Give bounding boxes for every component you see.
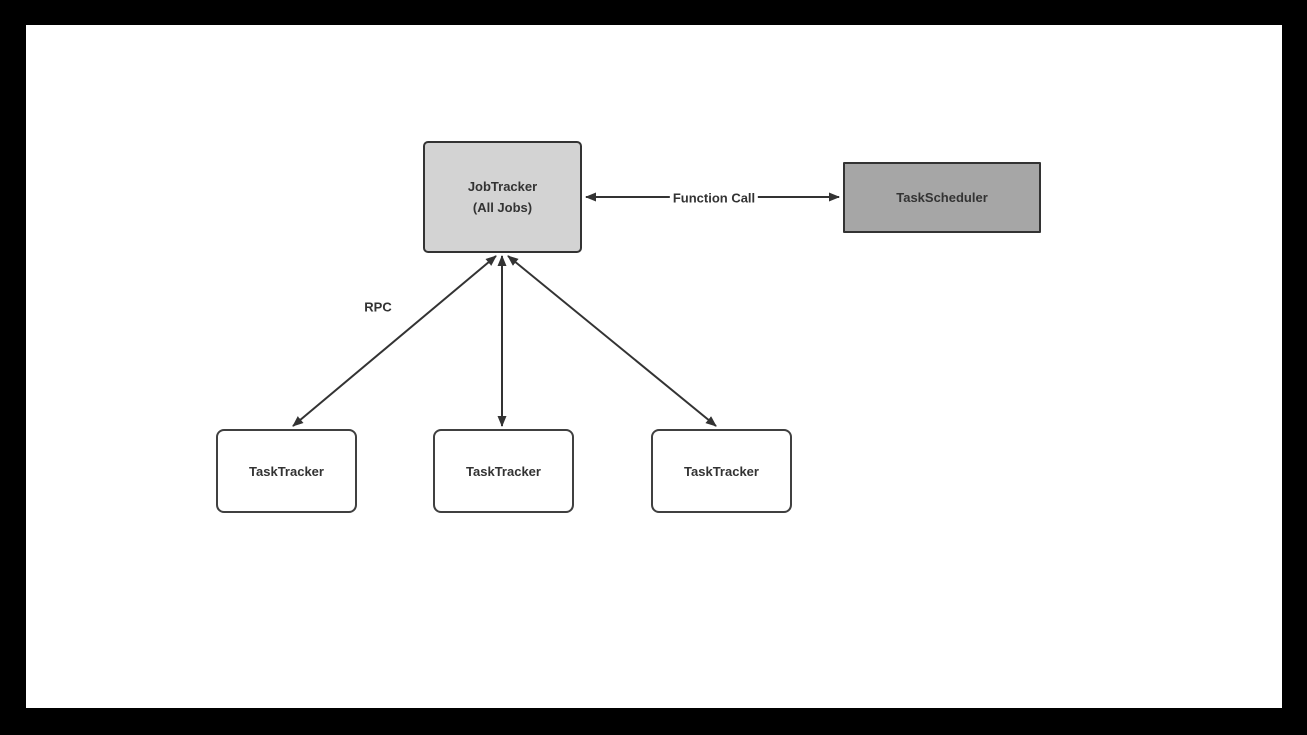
task-tracker-left-label: TaskTracker: [249, 463, 324, 479]
node-task-scheduler: TaskScheduler: [843, 162, 1041, 233]
task-scheduler-label: TaskScheduler: [896, 190, 988, 205]
node-job-tracker: JobTracker (All Jobs): [423, 141, 582, 253]
node-task-tracker-right: TaskTracker: [651, 429, 792, 513]
node-task-tracker-left: TaskTracker: [216, 429, 357, 513]
arrows-layer: [292, 192, 840, 427]
task-tracker-right-label: TaskTracker: [684, 463, 759, 479]
edge-rpc-right: [507, 255, 717, 427]
job-tracker-label-line1: JobTracker: [467, 179, 538, 194]
node-task-tracker-middle: TaskTracker: [433, 429, 574, 513]
job-tracker-label-line2: (All Jobs): [472, 200, 533, 215]
diagram-canvas: JobTracker (All Jobs) TaskScheduler Task…: [26, 25, 1282, 708]
edge-rpc-left: [292, 255, 497, 427]
task-tracker-middle-label: TaskTracker: [466, 463, 541, 479]
edge-label-function-call: Function Call: [669, 190, 759, 206]
edge-label-rpc: RPC: [364, 299, 392, 315]
